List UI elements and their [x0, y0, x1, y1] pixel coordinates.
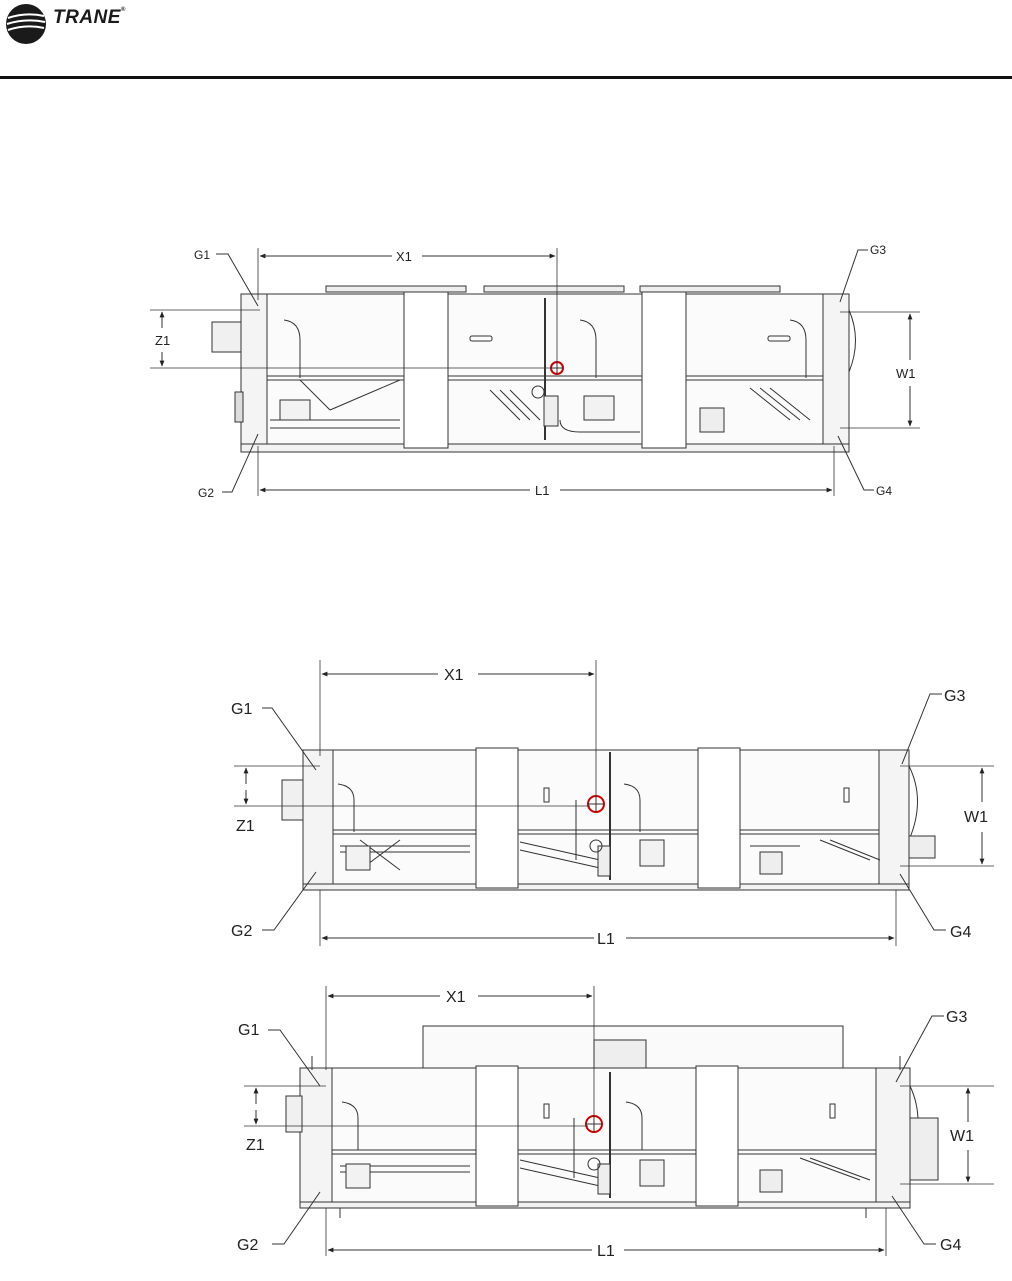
label-g4: G4 [940, 1237, 961, 1254]
label-g3: G3 [870, 243, 886, 257]
drawing-bottom-labels: G1 G2 G3 G4 X1 Z1 W1 L1 [237, 989, 974, 1260]
label-w1: W1 [950, 1128, 974, 1145]
page-header: TRANE® [0, 0, 1012, 80]
label-l1: L1 [597, 1243, 615, 1260]
label-z1: Z1 [155, 333, 170, 348]
brand-name: TRANE® [53, 7, 126, 28]
label-z1: Z1 [236, 818, 255, 835]
drawing-bottom [244, 986, 994, 1256]
label-g2: G2 [237, 1237, 258, 1254]
label-g1: G1 [231, 701, 252, 718]
label-g1: G1 [238, 1022, 259, 1039]
label-w1: W1 [896, 366, 916, 381]
label-x1: X1 [446, 989, 466, 1006]
drawing-top [150, 248, 920, 496]
label-z1: Z1 [246, 1137, 265, 1154]
label-l1: L1 [597, 931, 615, 948]
label-g3: G3 [944, 688, 965, 705]
drawing-middle-labels: G1 G2 G3 G4 X1 Z1 W1 L1 [231, 667, 988, 948]
drawing-top-labels: G1 G2 G3 G4 X1 Z1 W1 L1 [155, 243, 916, 500]
label-g2: G2 [231, 923, 252, 940]
label-g1: G1 [194, 248, 210, 262]
header-rule [0, 76, 1012, 79]
label-g3: G3 [946, 1009, 967, 1026]
trane-logo-icon [6, 4, 46, 44]
label-g4: G4 [876, 484, 892, 498]
drawing-middle [234, 660, 994, 946]
label-x1: X1 [444, 667, 464, 684]
label-w1: W1 [964, 809, 988, 826]
label-g2: G2 [198, 486, 214, 500]
label-x1: X1 [396, 249, 412, 264]
label-g4: G4 [950, 924, 971, 941]
label-l1: L1 [535, 483, 549, 498]
